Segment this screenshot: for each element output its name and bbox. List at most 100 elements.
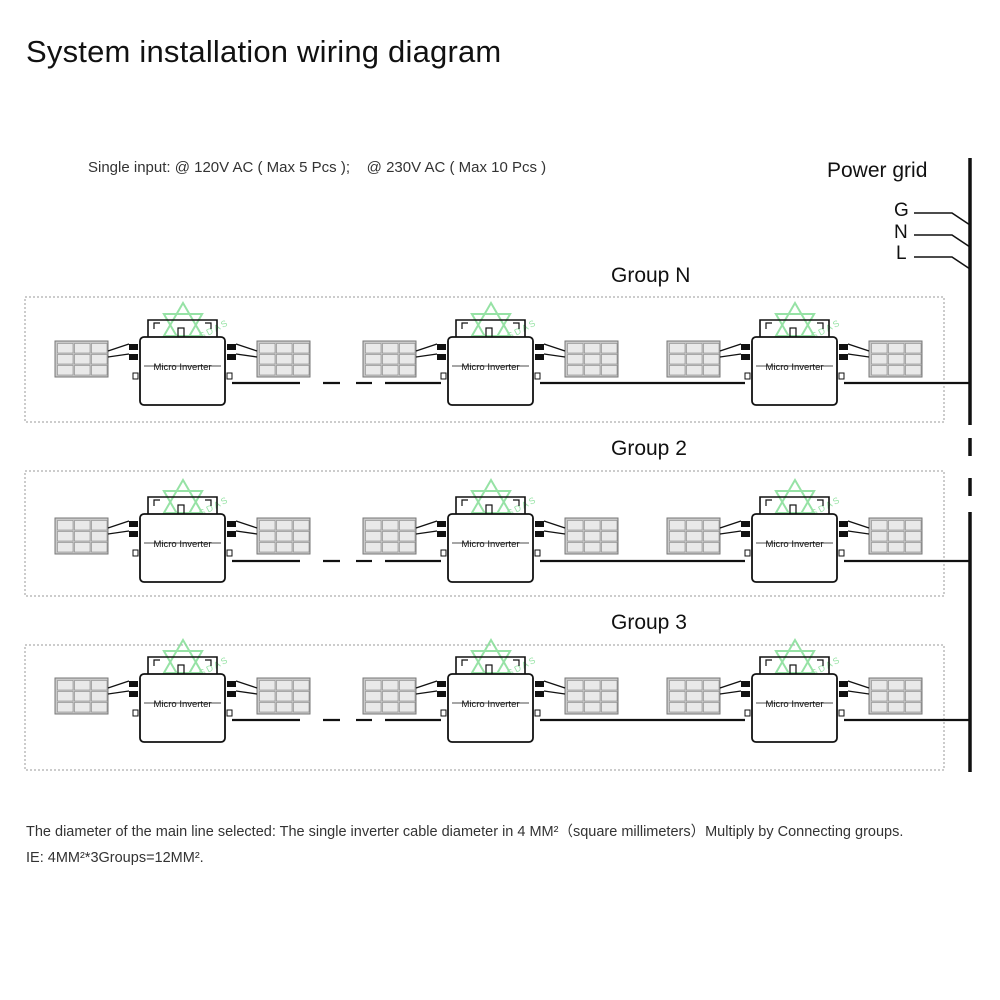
micro-inverter: Micro Inverter xyxy=(437,656,544,743)
solar-cell xyxy=(382,520,399,531)
dc-connector-in xyxy=(741,531,750,537)
solar-cell xyxy=(259,691,276,702)
solar-cell xyxy=(293,365,310,376)
ac-port-in xyxy=(744,709,751,717)
pv-wire xyxy=(719,680,742,689)
inverter-body xyxy=(751,673,838,743)
solar-panel xyxy=(666,340,721,378)
dc-connector-out xyxy=(839,531,848,537)
watermark-triangle-down xyxy=(774,313,816,349)
solar-cell xyxy=(601,702,618,713)
solar-panel xyxy=(54,340,109,378)
solar-cell xyxy=(399,365,416,376)
solar-cell xyxy=(91,354,108,365)
solar-cell xyxy=(584,343,601,354)
pv-wire xyxy=(415,520,438,529)
pv-wire xyxy=(847,530,870,535)
solar-cell xyxy=(91,343,108,354)
solar-cell xyxy=(399,691,416,702)
dc-connector-out xyxy=(535,354,544,360)
inverter-body xyxy=(139,336,226,406)
pv-wire xyxy=(415,690,438,695)
inverter-clips xyxy=(461,322,520,329)
solar-cell xyxy=(382,691,399,702)
solar-cell xyxy=(365,520,382,531)
solar-cell xyxy=(703,343,720,354)
pv-wire xyxy=(543,343,566,352)
solar-cell xyxy=(293,680,310,691)
ac-port-out xyxy=(838,709,845,717)
watermark-triangle-down xyxy=(774,490,816,526)
pv-wire xyxy=(543,690,566,695)
solar-cell xyxy=(871,531,888,542)
watermark-triangle-down xyxy=(162,650,204,686)
solar-cell xyxy=(888,365,905,376)
pv-wire xyxy=(847,680,870,689)
solar-cell xyxy=(888,702,905,713)
solar-cell xyxy=(293,702,310,713)
solar-cell xyxy=(399,702,416,713)
group-2-title: Group 2 xyxy=(611,437,687,460)
pv-wire xyxy=(543,353,566,358)
solar-cell xyxy=(74,531,91,542)
pv-wire xyxy=(719,353,742,358)
pv-wire xyxy=(719,530,742,535)
dc-connector-out xyxy=(839,521,848,527)
pv-wire xyxy=(415,680,438,689)
pv-wire xyxy=(415,530,438,535)
solar-cell xyxy=(703,354,720,365)
group-3-title: Group 3 xyxy=(611,611,687,634)
solar-cell xyxy=(584,354,601,365)
solar-cell xyxy=(686,542,703,553)
pv-wire xyxy=(235,690,258,695)
solar-cell xyxy=(399,354,416,365)
solar-cell xyxy=(686,691,703,702)
ac-port-out xyxy=(226,372,233,380)
solar-cell xyxy=(703,680,720,691)
inverter-body xyxy=(447,336,534,406)
solar-cell xyxy=(382,542,399,553)
inverter-label: Micro Inverter xyxy=(765,699,823,710)
solar-cell xyxy=(601,531,618,542)
solar-cell xyxy=(365,702,382,713)
solar-cell xyxy=(703,542,720,553)
micro-inverter: Micro Inverter xyxy=(129,319,236,406)
dc-connector-out xyxy=(535,531,544,537)
solar-cell xyxy=(57,531,74,542)
solar-cell xyxy=(567,691,584,702)
micro-inverter: Micro Inverter xyxy=(741,656,848,743)
solar-cell xyxy=(57,542,74,553)
solar-cell xyxy=(871,680,888,691)
watermark-triangle-down xyxy=(774,650,816,686)
solar-panel xyxy=(256,677,311,715)
dc-connector-in xyxy=(437,344,446,350)
solar-cell xyxy=(686,702,703,713)
solar-cell xyxy=(703,691,720,702)
solar-cell xyxy=(686,520,703,531)
solar-cell xyxy=(365,531,382,542)
solar-cell xyxy=(669,691,686,702)
power-grid-label: Power grid xyxy=(827,159,928,182)
solar-cell xyxy=(888,343,905,354)
solar-cell xyxy=(601,680,618,691)
solar-cell xyxy=(259,702,276,713)
solar-cell xyxy=(259,680,276,691)
solar-cell xyxy=(567,520,584,531)
solar-cell xyxy=(365,542,382,553)
dc-connector-in xyxy=(437,521,446,527)
inverter-clips xyxy=(461,499,520,506)
solar-cell xyxy=(601,365,618,376)
inverter-clips xyxy=(765,499,824,506)
micro-inverter: Micro Inverter xyxy=(741,319,848,406)
solar-cell xyxy=(686,354,703,365)
phase-label-n: N xyxy=(894,222,908,243)
input-limits-note: Single input: @ 120V AC ( Max 5 Pcs ); @… xyxy=(88,159,547,176)
solar-cell xyxy=(584,691,601,702)
group-3-boundary xyxy=(24,644,945,771)
group-n-title: Group N xyxy=(611,264,691,287)
solar-cell xyxy=(871,354,888,365)
micro-inverter: Micro Inverter xyxy=(741,496,848,583)
solar-cell xyxy=(888,680,905,691)
micro-inverter: Micro Inverter xyxy=(437,319,544,406)
solar-cell xyxy=(584,365,601,376)
